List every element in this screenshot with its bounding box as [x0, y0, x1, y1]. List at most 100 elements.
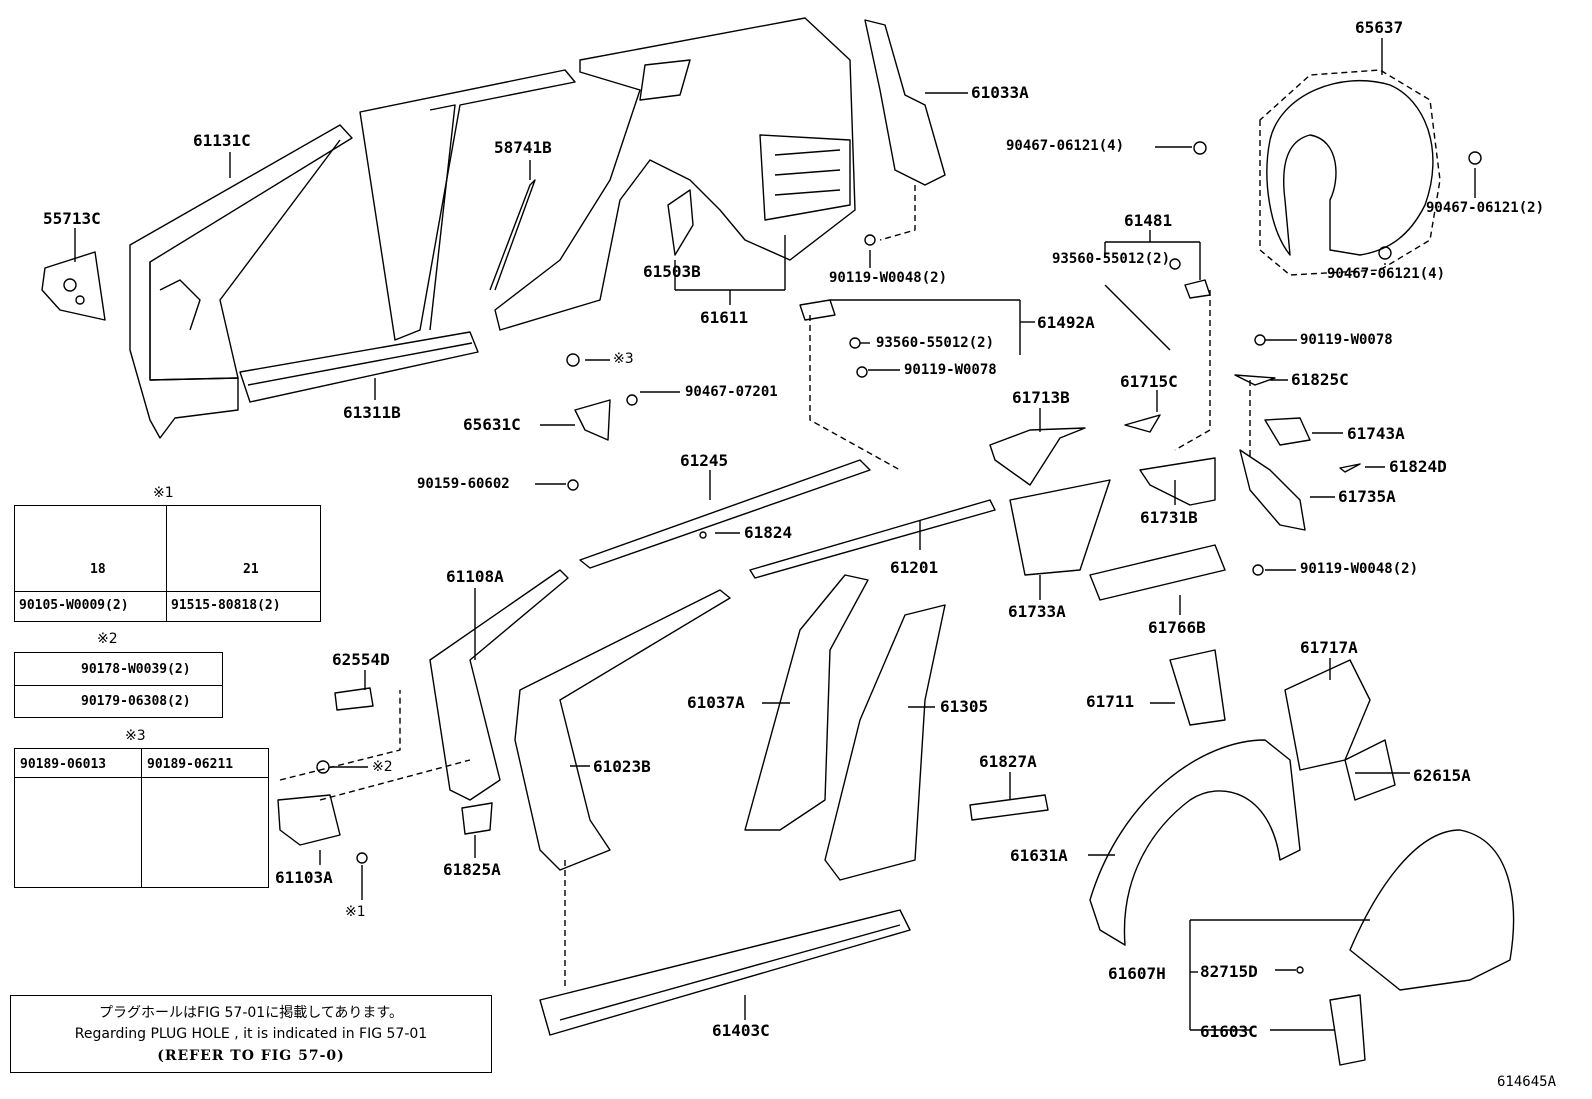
- leader-lines: [74, 38, 1476, 1031]
- label-61825a: 61825A: [443, 860, 501, 879]
- panel-61711: [1169, 649, 1226, 726]
- front-pillar-61108a: [429, 569, 569, 801]
- legend1-left-part: 90105-W0009(2): [19, 598, 129, 613]
- mark-1: ※1: [345, 904, 366, 920]
- label-58741b: 58741B: [494, 138, 552, 157]
- label-61766b: 61766B: [1148, 618, 1206, 637]
- label-61108a: 61108A: [446, 567, 504, 586]
- pad-62554d: [334, 687, 374, 711]
- panel-61603c: [1329, 994, 1366, 1066]
- wheel-liner: [1259, 69, 1441, 276]
- panel-61731b: [1139, 457, 1216, 506]
- panel-61766b: [1089, 544, 1226, 601]
- label-61824: 61824: [744, 523, 793, 542]
- legend1-right-dim: 21: [243, 562, 259, 577]
- label-61603c: 61603C: [1200, 1022, 1258, 1041]
- roof-rail-61245: [579, 459, 871, 569]
- rocker-panel: [239, 331, 479, 403]
- label-93560-55012-b: 93560-55012(2): [876, 335, 995, 351]
- pad-62615a: [1344, 739, 1396, 801]
- legend3-mark: ※3: [125, 728, 146, 744]
- wheel-housing-61607h: [1349, 829, 1515, 991]
- mark-2: ※2: [372, 759, 393, 775]
- label-62554d: 62554D: [332, 650, 390, 669]
- label-61305: 61305: [940, 697, 989, 716]
- label-61037a: 61037A: [687, 693, 745, 712]
- label-61492a: 61492A: [1037, 313, 1095, 332]
- label-61827a: 61827A: [979, 752, 1037, 771]
- label-61717a: 61717A: [1300, 638, 1358, 657]
- label-61711: 61711: [1086, 692, 1135, 711]
- mark-3: ※3: [613, 351, 634, 367]
- bracket-65631c: [574, 399, 611, 441]
- legend2-box: 90178-W0039(2) 90179-06308(2): [14, 652, 223, 718]
- label-90467-07201: 90467-07201: [685, 384, 778, 400]
- panel-61825c: [1234, 374, 1276, 386]
- label-82715d: 82715D: [1200, 962, 1258, 981]
- legend2-mark: ※2: [97, 631, 118, 647]
- nut-icon: [1378, 246, 1392, 260]
- bolt-icon: [626, 394, 638, 406]
- panel-61717a: [1284, 659, 1371, 771]
- legend3-left-part: 90189-06013: [20, 757, 107, 772]
- nut-icon: [1193, 141, 1207, 155]
- label-90119-w0078-a: 90119-W0078: [1300, 332, 1393, 348]
- label-61131c: 61131C: [193, 131, 251, 150]
- legend1-box: 18 21 90105-W0009(2) 91515-80818(2): [14, 505, 321, 622]
- roof-rail-61201: [749, 499, 996, 579]
- legend2-row1: 90178-W0039(2): [81, 662, 191, 677]
- label-61245: 61245: [680, 451, 729, 470]
- label-61311b: 61311B: [343, 403, 401, 422]
- label-61733a: 61733A: [1008, 602, 1066, 621]
- label-93560-55012-a: 93560-55012(2): [1052, 251, 1171, 267]
- label-61103a: 61103A: [275, 868, 333, 887]
- front-side-outer-panel: [129, 124, 353, 439]
- label-90119-w0048-a: 90119-W0048(2): [829, 270, 948, 286]
- label-61731b: 61731B: [1140, 508, 1198, 527]
- plug-hole-note: プラグホールはFIG 57-01に掲載してあります。 Regarding PLU…: [10, 995, 492, 1073]
- label-61023b: 61023B: [593, 757, 651, 776]
- panel-61743a: [1264, 417, 1311, 446]
- bolt-icon: [1254, 334, 1266, 346]
- label-61503b: 61503B: [643, 262, 701, 281]
- bolt-icon: [356, 852, 368, 864]
- note-line-jp: プラグホールはFIG 57-01に掲載してあります。: [99, 1005, 403, 1021]
- bracket-61103a: [277, 794, 341, 846]
- label-65637: 65637: [1355, 18, 1404, 37]
- bracket-55713c: [41, 251, 106, 321]
- label-90119-w0048-b: 90119-W0048(2): [1300, 561, 1419, 577]
- panel-61713b: [989, 427, 1086, 486]
- nut-icon: [316, 760, 330, 774]
- bracket-61492a: [799, 299, 836, 321]
- plug-icon: [1296, 966, 1304, 974]
- label-61033a: 61033A: [971, 83, 1029, 102]
- pad-61825a: [461, 802, 493, 835]
- panel-61715c: [1124, 414, 1161, 433]
- label-61631a: 61631A: [1010, 846, 1068, 865]
- label-61715c: 61715C: [1120, 372, 1178, 391]
- bracket-61481: [1184, 279, 1211, 299]
- label-61713b: 61713B: [1012, 388, 1070, 407]
- front-pillar-inner-61023b: [514, 589, 731, 871]
- label-61824d: 61824D: [1389, 457, 1447, 476]
- note-line-en: Regarding PLUG HOLE , it is indicated in…: [74, 1026, 428, 1042]
- label-61735a: 61735A: [1338, 487, 1396, 506]
- center-pillar-61037a: [744, 574, 869, 831]
- seal-strip-58741b: [489, 179, 536, 291]
- bolt-icon: [1169, 258, 1181, 270]
- bolt-icon: [1252, 564, 1264, 576]
- label-90119-w0078-b: 90119-W0078: [904, 362, 997, 378]
- label-61481: 61481: [1124, 211, 1173, 230]
- figure-id: 614645A: [1497, 1074, 1557, 1090]
- label-90159-60602: 90159-60602: [417, 476, 510, 492]
- bolt-icon: [849, 337, 861, 349]
- bolt-icon: [567, 479, 579, 491]
- label-61403c: 61403C: [712, 1021, 770, 1040]
- label-55713c: 55713C: [43, 209, 101, 228]
- center-pillar-61305: [824, 604, 946, 881]
- wheel-housing-61631a: [1089, 739, 1301, 946]
- legend3-right-part: 90189-06211: [147, 757, 234, 772]
- legend3-box: 90189-06013 90189-06211: [14, 748, 269, 888]
- nut-icon: [1468, 151, 1482, 165]
